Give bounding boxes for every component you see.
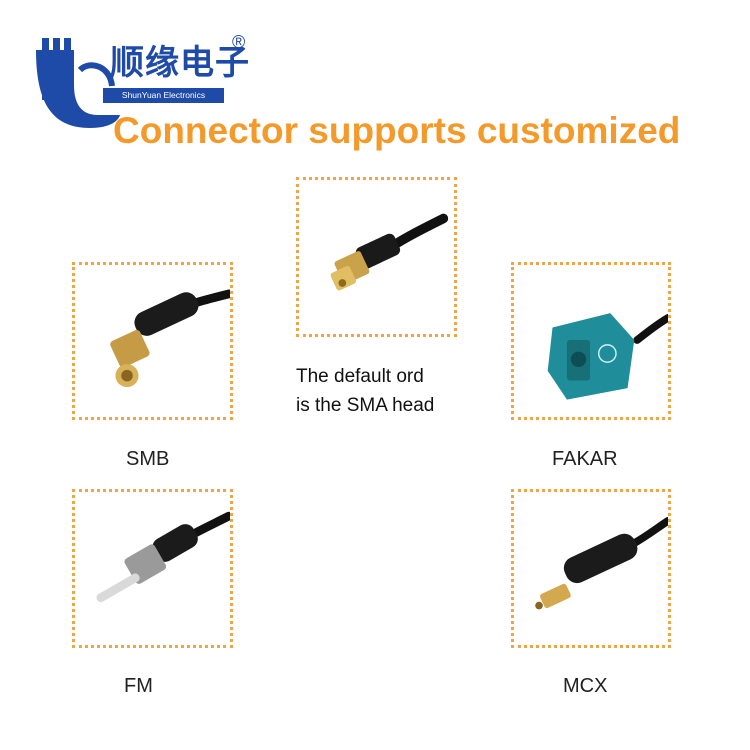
headline: Connector supports customized — [113, 110, 681, 151]
brand-logo — [30, 30, 260, 130]
smb-label: SMB — [126, 448, 170, 470]
fm-connector-image — [72, 489, 233, 648]
smb-connector-image — [72, 262, 233, 420]
default-note-line2: is the SMA head — [296, 395, 435, 416]
registered-mark: ® — [232, 32, 246, 52]
brand-name-en: ShunYuan Electronics — [103, 88, 224, 103]
fm-label: FM — [124, 675, 153, 697]
fakra-connector-image — [511, 262, 671, 420]
mcx-label: MCX — [563, 675, 608, 697]
logo-mark-icon — [36, 38, 120, 128]
default-note-line1: The default ord — [296, 366, 424, 387]
mcx-connector-image — [511, 489, 671, 648]
brand-name-cn: 顺缘电子 — [110, 43, 250, 83]
sma-connector-image — [296, 177, 457, 337]
default-note: The default ord is the SMA head — [296, 362, 434, 420]
fakar-label: FAKAR — [552, 448, 618, 470]
